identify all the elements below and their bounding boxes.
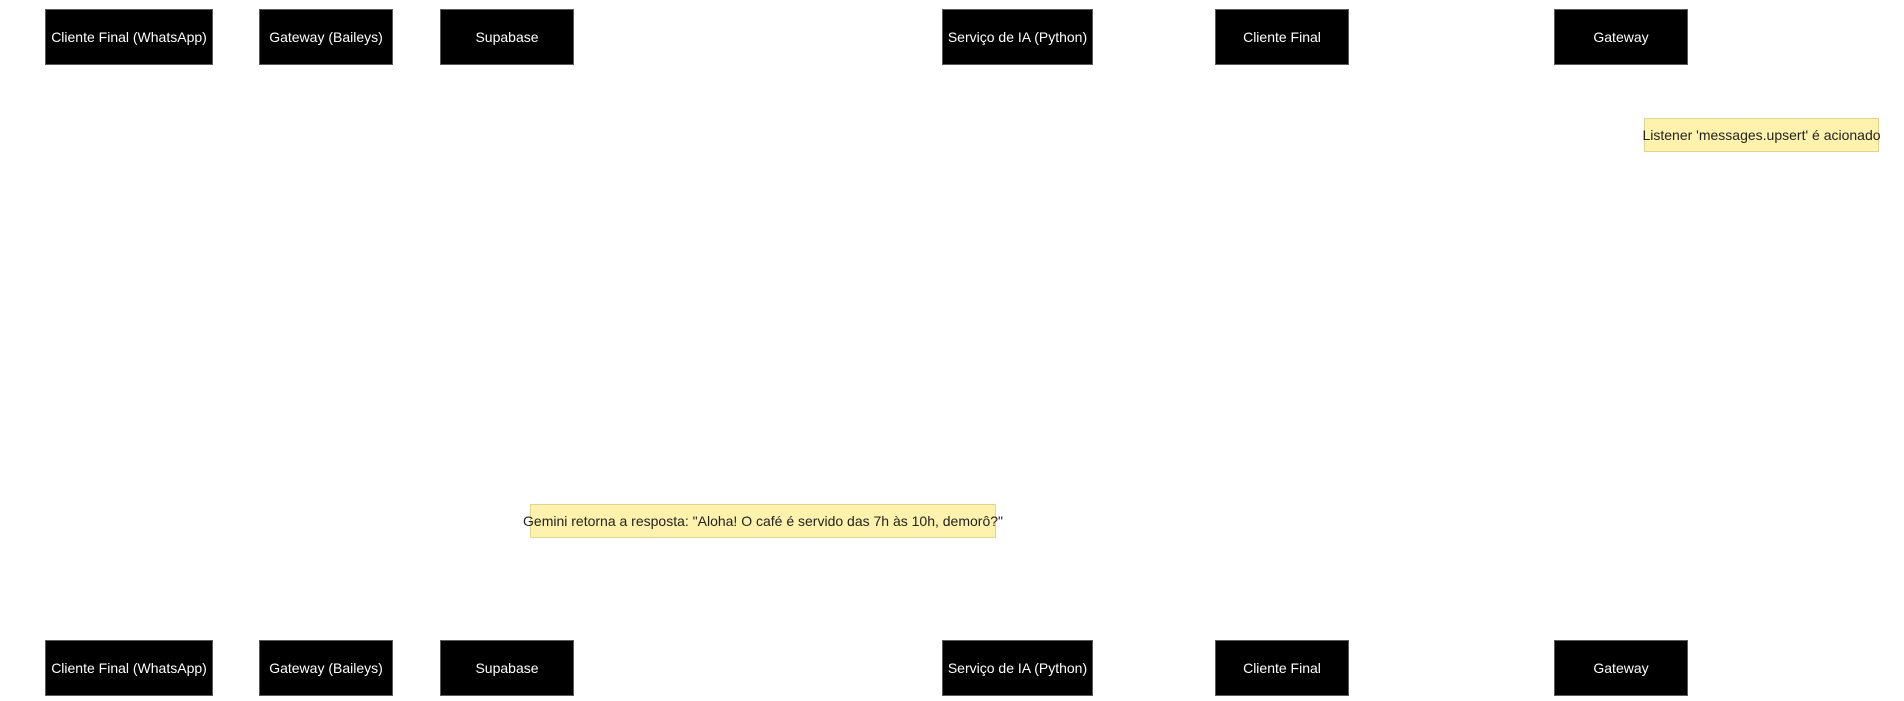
participant-top-supabase: Supabase bbox=[440, 9, 574, 65]
participant-top-cliente-final-whatsapp: Cliente Final (WhatsApp) bbox=[45, 9, 213, 65]
participant-bottom-gateway-baileys: Gateway (Baileys) bbox=[259, 640, 393, 696]
participant-bottom-gateway: Gateway bbox=[1554, 640, 1688, 696]
participant-bottom-servico-ia: Serviço de IA (Python) bbox=[942, 640, 1093, 696]
participant-bottom-cliente-final: Cliente Final bbox=[1215, 640, 1349, 696]
note-gemini-response: Gemini retorna a resposta: "Aloha! O caf… bbox=[523, 504, 1003, 538]
participant-top-gateway-baileys: Gateway (Baileys) bbox=[259, 9, 393, 65]
participant-bottom-cliente-final-whatsapp: Cliente Final (WhatsApp) bbox=[45, 640, 213, 696]
participant-top-gateway: Gateway bbox=[1554, 9, 1688, 65]
participant-top-servico-ia: Serviço de IA (Python) bbox=[942, 9, 1093, 65]
note-listener: Listener 'messages.upsert' é acionado bbox=[1642, 118, 1881, 152]
participant-bottom-supabase: Supabase bbox=[440, 640, 574, 696]
participant-top-cliente-final: Cliente Final bbox=[1215, 9, 1349, 65]
